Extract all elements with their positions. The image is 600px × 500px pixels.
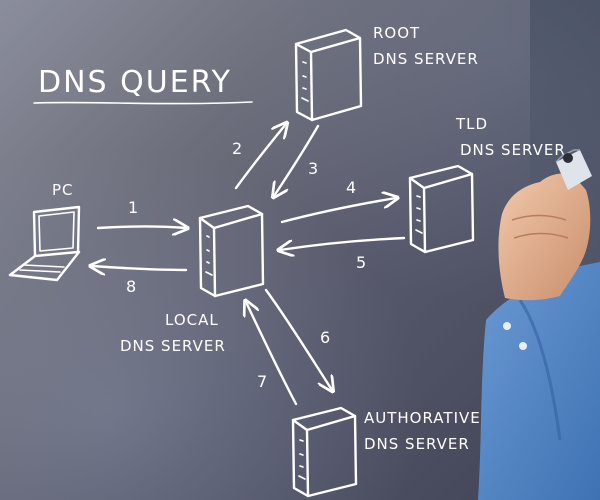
root-dns-server-icon — [294, 28, 363, 122]
root-dns-label-line2: DNS SERVER — [373, 50, 479, 68]
auth-dns-label-line2: DNS SERVER — [364, 435, 470, 453]
diagram-title: DNS QUERY — [38, 65, 232, 100]
arrow-step-7 — [246, 302, 298, 406]
title-underline — [33, 101, 253, 105]
step-number-7: 7 — [257, 372, 267, 391]
local-dns-label-line2: DNS SERVER — [120, 337, 226, 355]
pc-label: PC — [52, 181, 74, 199]
arrow-step-2 — [234, 124, 286, 190]
authoritative-dns-server-icon — [291, 406, 358, 498]
arrow-step-3 — [274, 124, 320, 196]
step-number-5: 5 — [356, 253, 366, 272]
hand-with-marker — [478, 149, 600, 500]
step-number-4: 4 — [346, 178, 356, 197]
tld-dns-label-line2: DNS SERVER — [460, 141, 566, 159]
arrow-step-6 — [264, 288, 332, 390]
step-number-6: 6 — [320, 328, 330, 347]
pc-laptop-icon — [8, 205, 81, 282]
local-dns-server-icon — [198, 204, 265, 298]
step-number-8: 8 — [126, 277, 136, 296]
step-number-1: 1 — [128, 198, 138, 217]
root-dns-label-line1: ROOT — [373, 24, 420, 42]
arrow-step-1 — [96, 227, 186, 229]
arrow-step-5 — [280, 236, 406, 250]
tld-dns-server-icon — [408, 164, 475, 254]
auth-dns-label-line1: AUTHORATIVE — [364, 409, 481, 427]
local-dns-label-line1: LOCAL — [165, 311, 219, 329]
step-number-2: 2 — [232, 139, 242, 158]
arrow-step-8 — [92, 266, 188, 270]
arrow-step-4 — [280, 198, 396, 224]
tld-dns-label-line1: TLD — [455, 115, 488, 133]
step-number-3: 3 — [308, 159, 318, 178]
